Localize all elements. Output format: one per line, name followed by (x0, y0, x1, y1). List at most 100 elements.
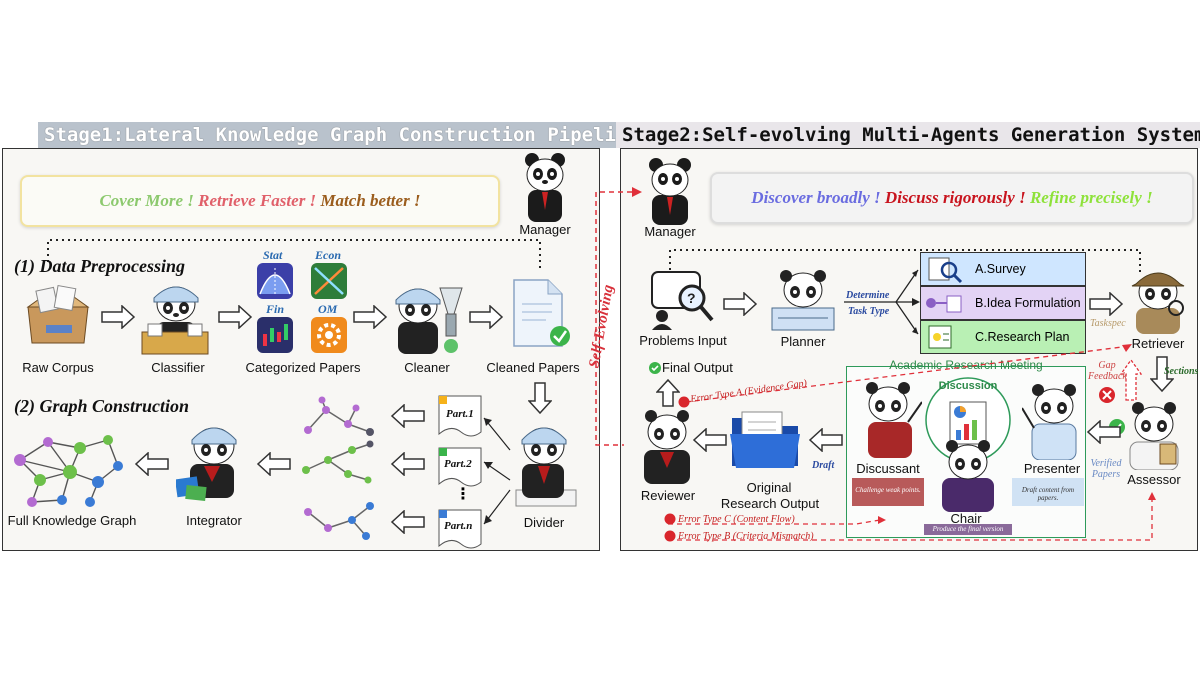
discussant-label: Discussant (856, 461, 920, 476)
planner-label: Planner (780, 334, 826, 349)
problems-input-label: Problems Input (639, 333, 727, 348)
stage2-title: Stage2:Self-evolving Multi-Agents Genera… (616, 122, 1200, 148)
idea-icon (926, 295, 962, 313)
slogan-part1: Cover More ! (99, 191, 194, 210)
stage1-title: Stage1:Lateral Knowledge Graph Construct… (38, 122, 645, 148)
taskspec-label: Taskspec (1090, 318, 1126, 329)
assessor-label: Assessor (1127, 472, 1181, 487)
arrow-right-1 (101, 305, 136, 329)
panda-reviewer-icon (644, 410, 690, 484)
knowledge-graph-icon (14, 435, 123, 507)
panda-divider-icon (515, 427, 577, 507)
partial-graph-1 (304, 396, 374, 436)
error-b-label: Error Type B (Criteria Mismatch) (678, 531, 814, 542)
partial-graph-2 (302, 440, 374, 484)
part1-label: Part.1 (446, 408, 474, 420)
section-data-preprocessing: (1) Data Preprocessing (14, 256, 185, 276)
plan-icon (928, 325, 952, 349)
part1-doc (438, 395, 482, 437)
survey-icon (928, 257, 963, 284)
panda-presenter-icon (1022, 384, 1077, 460)
panda-manager-icon-2 (649, 158, 691, 225)
error-c-icon (664, 513, 676, 525)
stat-icon (257, 263, 293, 299)
gap-feedback-arrow (1120, 358, 1142, 401)
task-survey-label: A.Survey (975, 262, 1026, 276)
error-c-label: Error Type C (Content Flow) (678, 514, 795, 525)
arrow-left-1 (390, 404, 425, 428)
partial-graph-3 (304, 502, 374, 540)
section-graph-construction: (2) Graph Construction (14, 396, 190, 416)
panda-manager-icon (525, 153, 565, 222)
arrow-down-s2 (1150, 356, 1174, 393)
arrow-left-s2-3 (692, 428, 727, 452)
draft-content-note: Draft content from papers. (1012, 478, 1084, 506)
cleaned-papers-label: Cleaned Papers (486, 360, 580, 375)
slogan2-part1: Discover broadly ! (751, 188, 881, 207)
presenter-label: Presenter (1023, 461, 1081, 476)
chair-label: Chair (950, 511, 982, 526)
task-idea: B.Idea Formulation (920, 286, 1086, 320)
panda-planner-icon (771, 270, 835, 331)
slogan-part2: Retrieve Faster ! (198, 191, 317, 210)
classifier-label: Classifier (151, 360, 205, 375)
full-graph-label: Full Knowledge Graph (7, 513, 137, 528)
arrow-right-3 (353, 305, 388, 329)
original-output-label-1: Original (746, 480, 792, 495)
retriever-label: Retriever (1131, 336, 1185, 351)
divider-label: Divider (523, 515, 565, 530)
challenge-note: Challenge weak points. (852, 478, 924, 506)
panda-integrator-icon (176, 427, 237, 502)
determine-label: Determine (846, 290, 890, 301)
partn-doc (438, 509, 482, 549)
part2-label: Part.2 (444, 458, 472, 470)
cat-om-label: OM (318, 302, 338, 316)
final-output-check-icon (649, 362, 661, 374)
task-plan: C.Research Plan (920, 320, 1086, 354)
meeting-title: Academic Research Meeting (889, 358, 1043, 372)
self-evolving-loop (595, 187, 642, 446)
arrow-right-s2-1 (723, 292, 758, 316)
error-cb-lines (668, 492, 1156, 541)
cat-econ-label: Econ (315, 248, 342, 262)
manager-dotted-connector (47, 239, 541, 270)
gap-feedback-label: Gap Feedback (1088, 360, 1127, 382)
verified-papers-label: Verified Papers (1090, 458, 1122, 480)
arrow-right-4 (469, 305, 504, 329)
box-icon (26, 285, 90, 344)
arrow-down-1 (528, 382, 552, 415)
draft-label: Draft (812, 460, 835, 471)
error-b-icon (664, 530, 676, 542)
stage1-slogan: Cover More ! Retrieve Faster ! Match bet… (20, 175, 500, 227)
divider-fanout-lines (483, 417, 511, 525)
arrow-right-2 (218, 305, 253, 329)
svg-text:?: ? (687, 290, 696, 306)
stage1-manager-label: Manager (519, 222, 571, 237)
stage2-slogan: Discover broadly ! Discuss rigorously ! … (710, 172, 1194, 224)
arrow-left-3 (390, 510, 425, 534)
panda-assessor-icon (1129, 402, 1179, 470)
reviewer-label: Reviewer (640, 488, 696, 503)
produce-note: Produce the final version (924, 524, 1012, 535)
search-person-icon: ? (651, 271, 714, 330)
error-icon (1099, 387, 1115, 403)
om-icon (311, 317, 347, 353)
task-fanout-lines (844, 269, 920, 335)
arrow-left-5 (134, 452, 169, 476)
parts-ellipsis: ⋮ (455, 486, 471, 503)
arrow-right-s2-2 (1089, 292, 1124, 316)
arrow-left-s2-2 (808, 428, 843, 452)
slogan2-part2: Discuss rigorously ! (884, 188, 1026, 207)
task-type-label: Task Type (848, 306, 890, 317)
error-a-line (685, 344, 1132, 403)
raw-corpus-label: Raw Corpus (22, 360, 94, 375)
arrow-up-s2 (656, 378, 680, 407)
panda-discussant-icon (866, 382, 922, 458)
fin-icon (257, 317, 293, 353)
task-idea-label: B.Idea Formulation (975, 296, 1081, 310)
arrow-left-s2-1 (1086, 420, 1121, 444)
folder-icon (730, 411, 800, 468)
cat-fin-label: Fin (266, 302, 285, 316)
arrow-left-4 (256, 452, 291, 476)
discussion-label: Discussion (938, 380, 998, 392)
